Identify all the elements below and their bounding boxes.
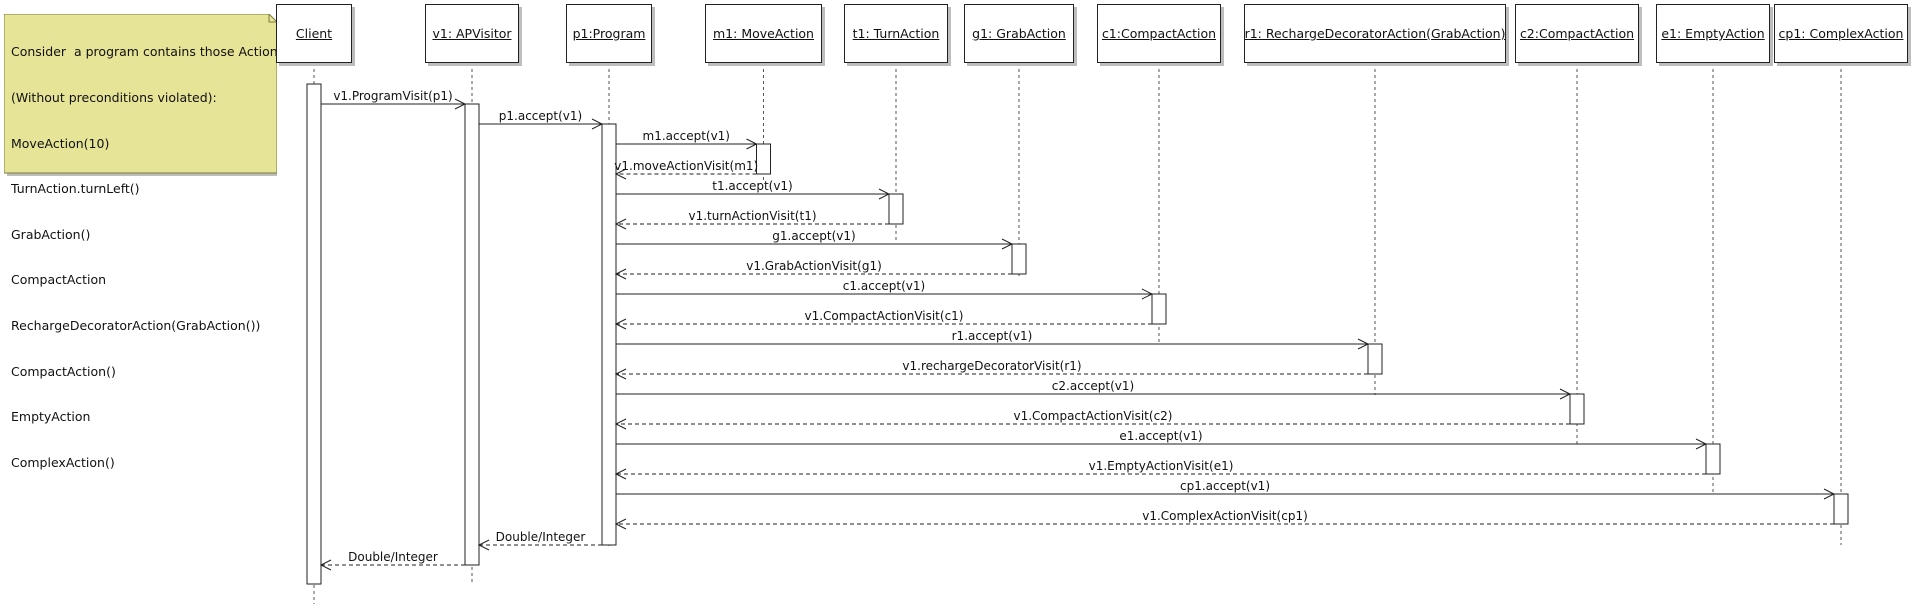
message-label: v1.turnActionVisit(t1) [688, 209, 816, 223]
lifeline-label: p1:Program [572, 26, 646, 41]
arrowhead-icon [614, 368, 627, 380]
message-label: Double/Integer [348, 550, 438, 564]
message-label: v1.EmptyActionVisit(e1) [1089, 459, 1234, 473]
arrowhead-icon [614, 518, 627, 530]
lifeline-head-program: p1:Program [566, 4, 652, 63]
note-shape [4, 14, 277, 176]
arrowhead-icon [614, 468, 627, 480]
note-line: MoveAction(10) [11, 135, 110, 151]
diagram-note: Consider a program contains those Action… [4, 14, 284, 470]
lifeline-label: cp1: ComplexAction [1778, 26, 1904, 41]
activation-bar-c1 [1151, 293, 1167, 325]
arrowhead-icon [1695, 438, 1708, 450]
activation-bar-m1 [756, 143, 771, 175]
arrowhead-icon [614, 218, 627, 230]
arrowhead-icon [614, 418, 627, 430]
lifeline-head-c2: c2:CompactAction [1515, 4, 1639, 63]
activation-bar-t1 [888, 193, 904, 225]
note-line: EmptyAction [11, 409, 91, 425]
note-line: CompactAction() [11, 363, 116, 379]
message-label: c2.accept(v1) [1052, 379, 1134, 393]
activation-bar-program [601, 123, 617, 546]
message-label: v1.ProgramVisit(p1) [333, 89, 452, 103]
arrowhead-icon [319, 559, 332, 571]
lifeline-label: c2:CompactAction [1519, 26, 1635, 41]
lifeline-label: g1: GrabAction [972, 26, 1066, 41]
note-text: Consider a program contains those Action… [11, 14, 284, 501]
message-label: v1.CompactActionVisit(c2) [1014, 409, 1173, 423]
activation-bar-r1 [1367, 343, 1383, 375]
activation-bar-e1 [1705, 443, 1721, 475]
arrowhead-icon [454, 98, 467, 110]
note-line: CompactAction [11, 272, 107, 288]
note-line: Consider a program contains those Action… [11, 44, 285, 60]
message-label: r1.accept(v1) [952, 329, 1033, 343]
message-label: v1.CompactActionVisit(c1) [805, 309, 964, 323]
lifeline-label: e1: EmptyAction [1661, 26, 1765, 41]
lifeline-label: Client [295, 26, 333, 41]
lifeline-head-m1: m1: MoveAction [705, 4, 822, 63]
lifeline-head-g1: g1: GrabAction [964, 4, 1074, 63]
note-line: (Without preconditions violated): [11, 90, 217, 106]
message-label: v1.moveActionVisit(m1) [614, 159, 758, 173]
note-line: ComplexAction() [11, 454, 115, 470]
message-label: v1.rechargeDecoratorVisit(r1) [902, 359, 1081, 373]
arrowhead-icon [1001, 238, 1014, 250]
arrowhead-icon [1141, 288, 1154, 300]
arrowhead-icon [878, 188, 891, 200]
lifeline-head-visitor: v1: APVisitor [425, 4, 519, 63]
lifeline-label: r1: RechargeDecoratorAction(GrabAction) [1244, 26, 1506, 41]
message-label: Double/Integer [496, 530, 586, 544]
lifeline-head-client: Client [276, 4, 352, 63]
arrowhead-icon [746, 138, 758, 150]
lifeline-head-r1: r1: RechargeDecoratorAction(GrabAction) [1244, 4, 1506, 63]
activation-bar-g1 [1011, 243, 1027, 275]
note-line: TurnAction.turnLeft() [11, 181, 140, 197]
arrowhead-icon [477, 539, 490, 551]
lifeline-head-e1: e1: EmptyAction [1656, 4, 1770, 63]
arrowhead-icon [591, 118, 604, 130]
lifeline-label: t1: TurnAction [852, 26, 940, 41]
activation-bar-visitor [464, 103, 480, 566]
arrowhead-icon [614, 168, 627, 180]
message-label: c1.accept(v1) [843, 279, 925, 293]
lifeline-label: c1:CompactAction [1101, 26, 1217, 41]
arrowhead-icon [1357, 338, 1370, 350]
message-label: e1.accept(v1) [1119, 429, 1202, 443]
message-label: v1.GrabActionVisit(g1) [746, 259, 882, 273]
arrowhead-icon [1559, 388, 1572, 400]
lifeline-label: v1: APVisitor [432, 26, 512, 41]
note-line: GrabAction() [11, 226, 91, 242]
arrowhead-icon [614, 318, 627, 330]
activation-bar-c2 [1569, 393, 1585, 425]
activation-bar-cp1 [1833, 493, 1849, 525]
message-label: g1.accept(v1) [772, 229, 855, 243]
lifeline-head-c1: c1:CompactAction [1097, 4, 1221, 63]
message-label: p1.accept(v1) [499, 109, 582, 123]
message-label: cp1.accept(v1) [1180, 479, 1270, 493]
arrowhead-icon [1823, 488, 1836, 500]
arrowhead-icon [614, 268, 627, 280]
message-label: v1.ComplexActionVisit(cp1) [1142, 509, 1308, 523]
activation-bar-client [306, 83, 322, 585]
lifeline-label: m1: MoveAction [713, 26, 814, 41]
message-label: m1.accept(v1) [643, 129, 731, 143]
lifeline-head-t1: t1: TurnAction [844, 4, 948, 63]
lifeline-head-cp1: cp1: ComplexAction [1774, 4, 1908, 63]
note-line: RechargeDecoratorAction(GrabAction()) [11, 318, 261, 334]
message-label: t1.accept(v1) [712, 179, 793, 193]
